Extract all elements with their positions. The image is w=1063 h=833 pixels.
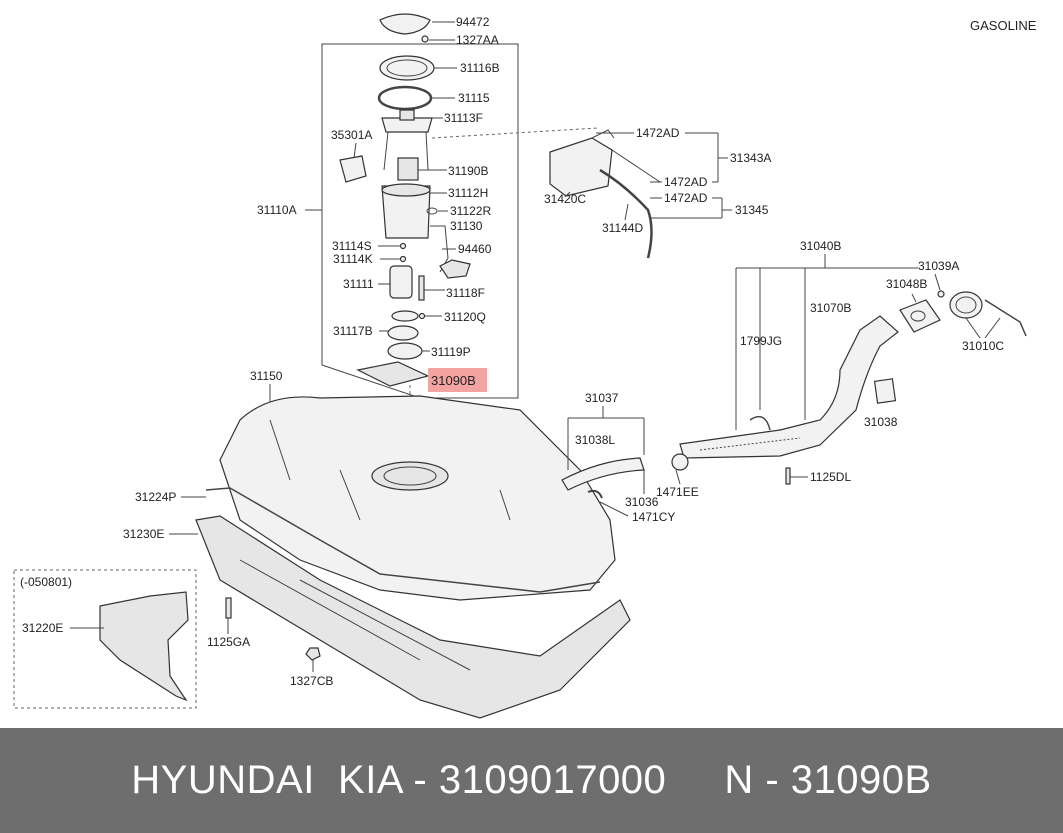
callout-31343A: 31343A [730, 151, 771, 165]
target-part-highlight [428, 368, 487, 392]
callout-1327CB: 1327CB [290, 674, 333, 688]
callout-31220E: 31220E [22, 621, 63, 635]
callout-31010C: 31010C [962, 339, 1004, 353]
callout-31130: 31130 [450, 219, 483, 233]
callout-31150: 31150 [250, 369, 283, 383]
connector-hose-part [561, 457, 645, 491]
filler-neck-part [679, 315, 899, 459]
retainer-part [387, 325, 419, 341]
callout-31117B: 31117B [333, 324, 373, 338]
callout-94472: 94472 [456, 15, 490, 29]
fuel-cap-part [949, 291, 983, 319]
clamp-part [387, 342, 423, 360]
callout-31039A: 31039A [918, 259, 959, 273]
target-part-shape [356, 361, 430, 387]
callout-31110A: 31110A [257, 203, 297, 217]
under-cover-part [195, 515, 631, 719]
callout-31118F: 31118F [446, 286, 485, 300]
callout-050801: (-050801) [20, 575, 72, 589]
callout-31230E: 31230E [123, 527, 164, 541]
level-sender-part [339, 155, 367, 183]
callout-31038L: 31038L [575, 433, 615, 447]
callout-31112H: 31112H [448, 186, 488, 200]
callout-1125GA: 1125GA [207, 635, 250, 649]
tank-band-part [205, 487, 601, 593]
vapor-hose-part [599, 168, 653, 259]
callout-1125DL: 1125DL [810, 470, 851, 484]
callout-31113F: 31113F [444, 111, 483, 125]
o-ring-part [426, 207, 438, 215]
fuel-tank-part [219, 395, 616, 601]
callout-31037: 31037 [585, 391, 619, 405]
bolt-part [421, 35, 429, 43]
variant-box [13, 569, 197, 709]
cover-plate-part [379, 13, 431, 35]
side-protector-part [99, 591, 189, 702]
part-number-text: HYUNDAI KIA - 3109017000 N - 31090B [131, 758, 932, 802]
callout-31048B: 31048B [886, 277, 927, 291]
rod-part [418, 275, 425, 301]
callout-1472AD-mid: 1472AD [664, 175, 708, 189]
bolt-1125dl-part [785, 467, 791, 485]
callout-31114S: 31114S [332, 239, 372, 253]
callout-1471EE: 1471EE [656, 485, 699, 499]
gasket-part [377, 85, 433, 111]
callout-31120Q: 31120Q [444, 310, 486, 324]
callout-1799JG: 1799JG [740, 334, 782, 348]
callout-31119P: 31119P [431, 345, 471, 359]
callout-31114K: 31114K [333, 252, 373, 266]
pump-filter-part [389, 265, 413, 299]
callout-31122R: 31122R [450, 204, 491, 218]
callout-31070B: 31070B [810, 301, 851, 315]
callout-31038: 31038 [864, 415, 898, 429]
callout-1472AD-low: 1472AD [664, 191, 708, 205]
callout-31224P: 31224P [135, 490, 176, 504]
callout-31040B: 31040B [800, 239, 841, 253]
bolt-1125ga-part [225, 597, 232, 619]
callout-31090B: 31090B [431, 373, 476, 388]
connector-part [439, 259, 471, 279]
callout-31116B: 31116B [460, 61, 500, 75]
regulator-part [397, 157, 419, 181]
canister-part [549, 137, 613, 197]
callout-31036: 31036 [625, 495, 659, 509]
callout-31345: 31345 [735, 203, 769, 217]
callout-94460: 94460 [458, 242, 492, 256]
strainer-part [391, 310, 419, 322]
callout-31111: 31111 [343, 277, 374, 291]
nut-1327cb-part [305, 647, 321, 661]
hose-clamp-part [671, 453, 689, 471]
callout-31190B: 31190B [448, 164, 488, 178]
callout-1327AA: 1327AA [456, 33, 499, 47]
callout-31420C: 31420C [544, 192, 586, 206]
exploded-parts-diagram: GASOLINE 94472 1327AA 31116B 31115 31113… [13, 13, 1037, 719]
fuel-type-label: GASOLINE [970, 18, 1037, 33]
pump-flange-part [381, 117, 433, 133]
callout-1471CY: 1471CY [632, 510, 675, 524]
callout-35301A: 35301A [331, 128, 372, 142]
label-sheet-part [873, 378, 897, 404]
callout-31115: 31115 [458, 91, 490, 105]
filler-housing-part [899, 299, 941, 333]
part-number-banner: HYUNDAI KIA - 3109017000 N - 31090B [0, 728, 1063, 833]
callout-31144D: 31144D [602, 221, 643, 235]
callout-1472AD-top: 1472AD [636, 126, 680, 140]
